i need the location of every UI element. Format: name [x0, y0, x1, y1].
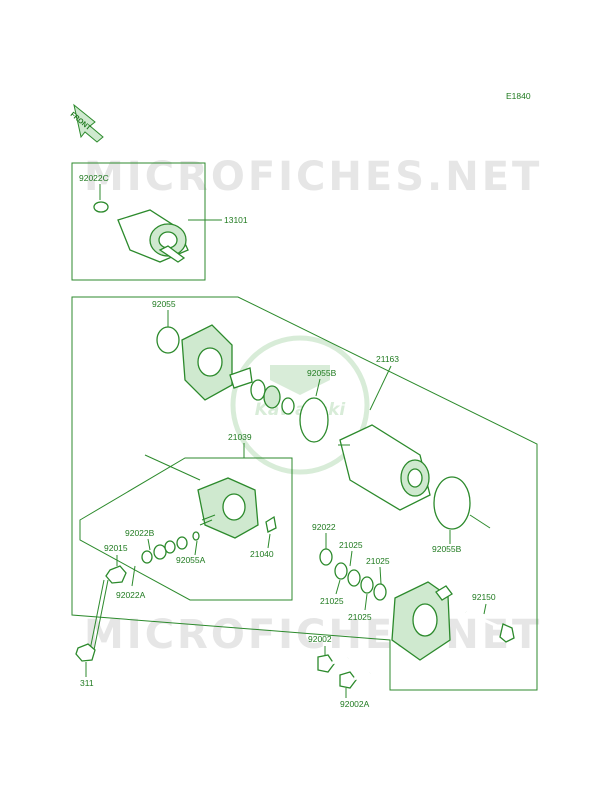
brush-spring — [265, 515, 277, 533]
brush-holder-box — [79, 457, 293, 601]
washer-stack-top — [250, 379, 329, 443]
label-92022A: 92022A — [116, 590, 146, 600]
watermark-bottom: MICROFICHES.NET — [84, 612, 542, 658]
front-arrow-icon: FRONT — [69, 103, 104, 143]
label-92002A: 92002A — [340, 699, 370, 709]
starter-clutch-box: 92022C 13101 — [71, 162, 248, 281]
label-21039: 21039 — [228, 432, 252, 442]
label-92015: 92015 — [104, 543, 128, 553]
nut-311 — [75, 643, 96, 662]
label-92002: 92002 — [308, 634, 332, 644]
label-92150: 92150 — [472, 592, 496, 602]
label-92022: 92022 — [312, 522, 336, 532]
washer-92022 — [319, 548, 333, 566]
o-ring-92055B — [433, 476, 471, 530]
starter-yoke — [338, 424, 431, 511]
nut-92015 — [105, 565, 127, 584]
label-311: 311 — [80, 678, 94, 688]
label-92055B-bottom: 92055B — [432, 544, 462, 554]
washer-21025-4 — [373, 583, 387, 601]
diagram-code: E1840 — [506, 91, 531, 101]
label-21025-b: 21025 — [366, 556, 390, 566]
label-21163: 21163 — [376, 354, 399, 364]
label-92055B-top: 92055B — [307, 368, 337, 378]
washer-21025-2 — [347, 569, 361, 587]
washer-21025-1 — [334, 562, 348, 580]
label-21040: 21040 — [250, 549, 274, 559]
front-cover — [181, 324, 253, 401]
label-92055A: 92055A — [176, 555, 206, 565]
washer-stack-left — [141, 531, 200, 564]
washer-21025-3 — [360, 576, 374, 594]
main-assembly-outline — [71, 296, 538, 691]
bolt-92002 — [317, 654, 349, 673]
bolt-92150 — [465, 610, 515, 643]
label-21025-d: 21025 — [348, 612, 372, 622]
label-21025-c: 21025 — [320, 596, 344, 606]
label-13101: 13101 — [224, 215, 248, 225]
watermark-top: MICROFICHES.NET — [84, 154, 542, 200]
label-92022B: 92022B — [125, 528, 155, 538]
o-ring-92055 — [156, 326, 180, 354]
brush-holder — [197, 477, 259, 539]
rear-cover — [391, 581, 453, 661]
bolt-92002A — [339, 671, 371, 689]
label-92022C: 92022C — [79, 173, 109, 183]
label-92055: 92055 — [152, 299, 176, 309]
label-21025-a: 21025 — [339, 540, 363, 550]
